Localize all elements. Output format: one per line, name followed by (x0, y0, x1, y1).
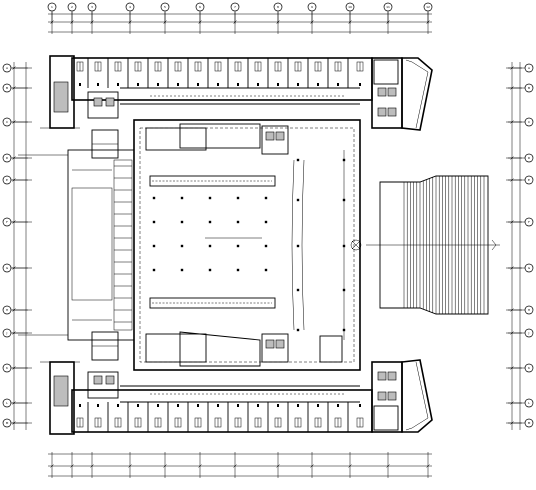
svg-text:9: 9 (311, 5, 313, 9)
svg-text:H: H (6, 308, 8, 312)
svg-text:L: L (528, 401, 530, 405)
svg-text:K: K (6, 366, 9, 370)
svg-text:A: A (528, 66, 531, 70)
south-wing-rooms (71, 402, 373, 432)
svg-text:12: 12 (426, 5, 430, 9)
svg-text:B: B (528, 86, 530, 90)
svg-text:E: E (528, 178, 530, 182)
svg-text:G: G (6, 266, 9, 270)
svg-text:F: F (528, 220, 530, 224)
west-block (71, 159, 133, 331)
svg-text:M: M (528, 421, 531, 425)
north-wing-rooms (71, 58, 373, 88)
svg-text:C: C (528, 120, 530, 124)
svg-text:G: G (528, 266, 531, 270)
bottom-dimension-system (48, 452, 432, 478)
svg-text:10: 10 (348, 5, 352, 9)
svg-text:5: 5 (164, 5, 166, 9)
svg-text:K: K (528, 366, 531, 370)
svg-text:B: B (6, 86, 8, 90)
svg-text:D: D (6, 156, 9, 160)
svg-text:J: J (6, 331, 8, 335)
svg-text:3: 3 (91, 5, 93, 9)
svg-text:A: A (6, 66, 9, 70)
svg-text:8: 8 (277, 5, 279, 9)
west-annotations (18, 127, 80, 363)
right-dimension-system: A B C D E F G H J K L M (506, 62, 534, 430)
svg-text:H: H (528, 308, 530, 312)
svg-text:1: 1 (51, 5, 53, 9)
building-outline (49, 55, 403, 435)
axis-bubble-top: 11 (383, 2, 393, 34)
svg-text:M: M (6, 421, 9, 425)
svg-text:F: F (6, 220, 8, 224)
svg-text:4: 4 (129, 5, 131, 9)
svg-text:J: J (528, 331, 530, 335)
svg-text:E: E (6, 178, 8, 182)
svg-text:D: D (528, 156, 531, 160)
svg-text:L: L (6, 401, 8, 405)
svg-text:2: 2 (71, 5, 73, 9)
east-entrance (366, 57, 500, 433)
left-dimension-system: A B C D E F G H J K L M (2, 62, 32, 430)
east-towers (373, 59, 399, 431)
west-cores (53, 81, 119, 407)
svg-text:11: 11 (386, 5, 390, 9)
svg-text:C: C (6, 120, 8, 124)
main-hall (139, 123, 362, 367)
svg-text:7: 7 (234, 5, 236, 9)
svg-text:6: 6 (199, 5, 201, 9)
corridors (120, 87, 360, 403)
